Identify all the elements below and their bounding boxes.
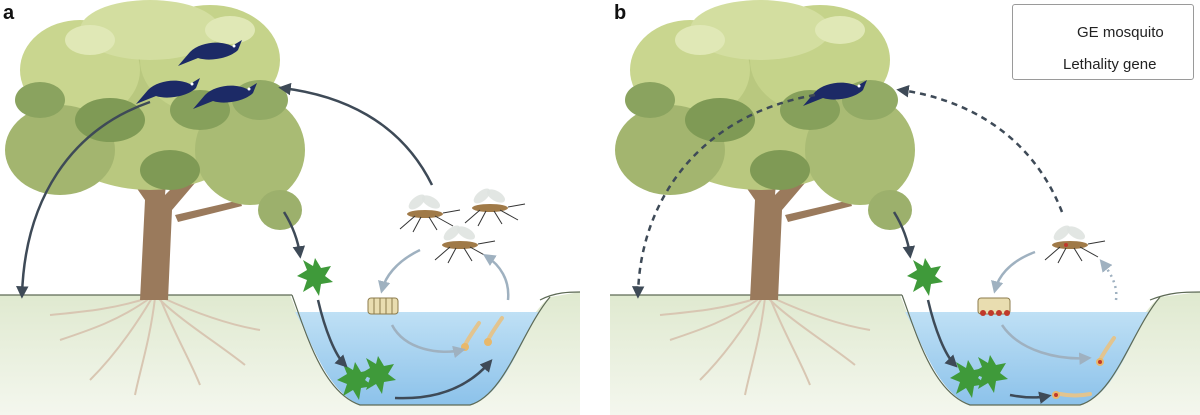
- legend-label-ge-mosquito: GE mosquito: [1077, 24, 1164, 41]
- dashed-arrow-mosquito-to-bird: [900, 90, 1062, 212]
- ge-mosquito-icon: [1045, 223, 1105, 263]
- arrow-larvae-to-mosquito: [486, 256, 508, 300]
- mosquito-icon: [465, 186, 525, 226]
- legend-label-lethality-gene: Lethality gene: [1063, 56, 1156, 73]
- egg-raft-icon: [368, 298, 398, 314]
- arrow-mosquito-to-bird: [282, 88, 432, 185]
- legend: GE mosquito Lethality gene: [1012, 4, 1194, 80]
- panel-a: [0, 0, 580, 415]
- leaf-icon: [297, 258, 333, 296]
- dotted-arrow-larvae-to-mosquito: [1102, 262, 1116, 300]
- leaf-icon: [907, 258, 943, 296]
- mosquito-icon: [400, 192, 460, 232]
- arrow-mosquito-to-eggs: [382, 250, 420, 290]
- arrow-mosquito-to-eggs: [995, 252, 1035, 290]
- ge-egg-raft-icon: [978, 298, 1010, 316]
- panel-label-b: b: [614, 2, 626, 25]
- panel-label-a: a: [3, 2, 14, 25]
